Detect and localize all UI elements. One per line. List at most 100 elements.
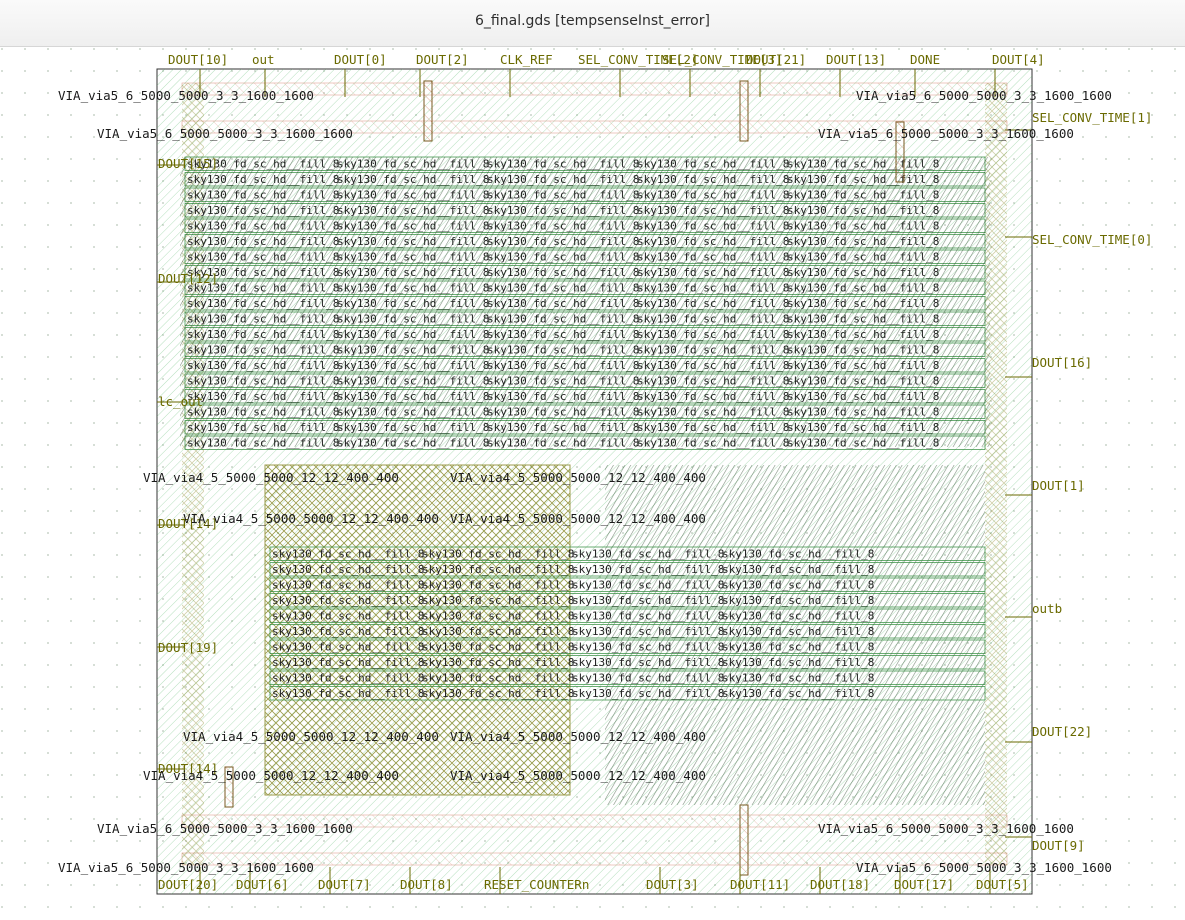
cell-instance-label: sky130_fd_sc_hd__fill_8 [422,563,574,576]
cell-instance-label: sky130_fd_sc_hd__fill_8 [272,656,424,669]
cell-instance-label: sky130_fd_sc_hd__fill_8 [722,641,874,654]
cell-instance-label: sky130_fd_sc_hd__fill_8 [422,641,574,654]
cell-instance-label: sky130_fd_sc_hd__fill_8 [272,548,424,561]
pin-bottom-4[interactable]: RESET_COUNTERn [484,877,590,892]
via4-label: VIA_via4_5_5000_5000_12_12_400_400 [450,768,706,783]
pin-left-2[interactable]: lc_out [158,394,204,409]
via4-macro-left [264,464,571,796]
cell-instance-label: sky130_fd_sc_hd__fill_8 [272,625,424,638]
pin-top-4[interactable]: CLK_REF [500,52,553,67]
cell-instance-label: sky130_fd_sc_hd__fill_8 [722,563,874,576]
via5-label: VIA_via5_6_5000_5000_3_3_1600_1600 [97,821,353,836]
pin-right-0[interactable]: SEL_CONV_TIME[1] [1032,110,1153,125]
pin-top-2[interactable]: DOUT[0] [334,52,387,67]
cell-instance-label: sky130_fd_sc_hd__fill_8 [722,548,874,561]
cell-row [269,686,986,701]
cell-instance-label: sky130_fd_sc_hd__fill_8 [722,672,874,685]
cell-instance-label: sky130_fd_sc_hd__fill_8 [572,672,724,685]
cell-instance-label: sky130_fd_sc_hd__fill_8 [722,625,874,638]
cell-instance-label: sky130_fd_sc_hd__fill_8 [722,610,874,623]
cell-row [269,639,986,654]
cell-instance-label: sky130_fd_sc_hd__fill_8 [572,656,724,669]
pin-bottom-3[interactable]: DOUT[8] [400,877,453,892]
cell-instance-label: sky130_fd_sc_hd__fill_8 [572,579,724,592]
cell-instance-label: sky130_fd_sc_hd__fill_8 [722,656,874,669]
cell-instance-label: sky130_fd_sc_hd__fill_8 [272,687,424,700]
pin-left-3[interactable]: DOUT[14] [158,516,219,531]
via4-label: VIA_via4_5_5000_5000_12_12_400_400 [183,729,439,744]
pin-bottom-0[interactable]: DOUT[20] [158,877,219,892]
cell-instance-label: sky130_fd_sc_hd__fill_8 [722,579,874,592]
cell-instance-label: sky130_fd_sc_hd__fill_8 [422,687,574,700]
cell-instance-label: sky130_fd_sc_hd__fill_8 [422,548,574,561]
pin-top-8[interactable]: DOUT[13] [826,52,887,67]
pin-top-5[interactable]: SEL_CONV_TIME[2] [578,52,699,67]
via4-label: VIA_via4_5_5000_5000_12_12_400_400 [143,768,399,783]
via4-label: VIA_via4_5_5000_5000_12_12_400_400 [183,511,439,526]
pin-bottom-7[interactable]: DOUT[18] [810,877,871,892]
cell-instance-label: sky130_fd_sc_hd__fill_8 [572,594,724,607]
pin-right-6[interactable]: DOUT[9] [1032,838,1085,853]
cell-row [269,546,986,561]
cell-instance-label: sky130_fd_sc_hd__fill_8 [272,610,424,623]
via5-label: VIA_via5_6_5000_5000_3_3_1600_1600 [818,821,1074,836]
cell-instance-label: sky130_fd_sc_hd__fill_8 [722,594,874,607]
cell-instance-label: sky130_fd_sc_hd__fill_8 [572,687,724,700]
via5-label: VIA_via5_6_5000_5000_3_3_1600_1600 [58,860,314,875]
dense-logic-block [605,465,985,805]
cell-instance-label: sky130_fd_sc_hd__fill_8 [722,687,874,700]
cell-instance-label: sky130_fd_sc_hd__fill_8 [422,672,574,685]
pin-left-4[interactable]: DOUT[19] [158,640,219,655]
via5-label: VIA_via5_6_5000_5000_3_3_1600_1600 [58,88,314,103]
cell-row [269,655,986,670]
via4-label: VIA_via4_5_5000_5000_12_12_400_400 [450,511,706,526]
cell-row [269,577,986,592]
pin-bottom-1[interactable]: DOUT[6] [236,877,289,892]
pin-top-7[interactable]: DOUT[21] [746,52,807,67]
pin-right-1[interactable]: SEL_CONV_TIME[0] [1032,232,1153,247]
pin-bottom-2[interactable]: DOUT[7] [318,877,371,892]
cell-instance-label: sky130_fd_sc_hd__fill_8 [272,563,424,576]
pin-top-3[interactable]: DOUT[2] [416,52,469,67]
pin-top-1[interactable]: out [252,52,275,67]
cell-instance-label: sky130_fd_sc_hd__fill_8 [272,579,424,592]
cell-instance-label: sky130_fd_sc_hd__fill_8 [572,610,724,623]
via5-label: VIA_via5_6_5000_5000_3_3_1600_1600 [856,88,1112,103]
pin-top-10[interactable]: DOUT[4] [992,52,1045,67]
pin-left-1[interactable]: DOUT[12] [158,271,219,286]
pin-right-5[interactable]: DOUT[22] [1032,724,1093,739]
cell-instance-label: sky130_fd_sc_hd__fill_8 [572,625,724,638]
pin-bottom-6[interactable]: DOUT[11] [730,877,791,892]
cell-row [269,562,986,577]
standard-cell-rows-bottom: sky130_fd_sc_hd__fill_8sky130_fd_sc_hd__… [269,546,986,701]
via4-label: VIA_via4_5_5000_5000_12_12_400_400 [450,729,706,744]
pin-top-0[interactable]: DOUT[10] [168,52,229,67]
pin-right-2[interactable]: DOUT[16] [1032,355,1093,370]
pin-left-0[interactable]: DOUT[15] [158,156,219,171]
pin-bottom-9[interactable]: DOUT[5] [976,877,1029,892]
cell-instance-label: sky130_fd_sc_hd__fill_8 [272,641,424,654]
cell-instance-label: sky130_fd_sc_hd__fill_8 [572,563,724,576]
pin-top-6[interactable]: SEL_CONV_TIME[3] [662,52,783,67]
cell-instance-label: sky130_fd_sc_hd__fill_8 [422,625,574,638]
via4-label: VIA_via4_5_5000_5000_12_12_400_400 [450,470,706,485]
window-titlebar: 6_final.gds [tempsenseInst_error] [0,0,1185,47]
pin-right-3[interactable]: DOUT[1] [1032,478,1085,493]
cell-instance-label: sky130_fd_sc_hd__fill_8 [272,594,424,607]
cell-instance-label: sky130_fd_sc_hd__fill_8 [572,641,724,654]
pin-left-5[interactable]: DOUT[14] [158,761,219,776]
pin-top-9[interactable]: DONE [910,52,941,67]
cell-row [269,670,986,685]
pin-right-4[interactable]: outb [1032,601,1063,616]
pin-bottom-5[interactable]: DOUT[3] [646,877,699,892]
via4-label: VIA_via4_5_5000_5000_12_12_400_400 [143,470,399,485]
cell-instance-label: sky130_fd_sc_hd__fill_8 [572,548,724,561]
cell-instance-label: sky130_fd_sc_hd__fill_8 [422,594,574,607]
cell-row [269,624,986,639]
cell-row [269,608,986,623]
window-title: 6_final.gds [tempsenseInst_error] [475,13,710,29]
layout-drawing[interactable]: sky130_fd_sc_hd__fill_8sky130_fd_sc_hd__… [0,47,1185,916]
via5-label: VIA_via5_6_5000_5000_3_3_1600_1600 [97,126,353,141]
pin-bottom-8[interactable]: DOUT[17] [894,877,955,892]
